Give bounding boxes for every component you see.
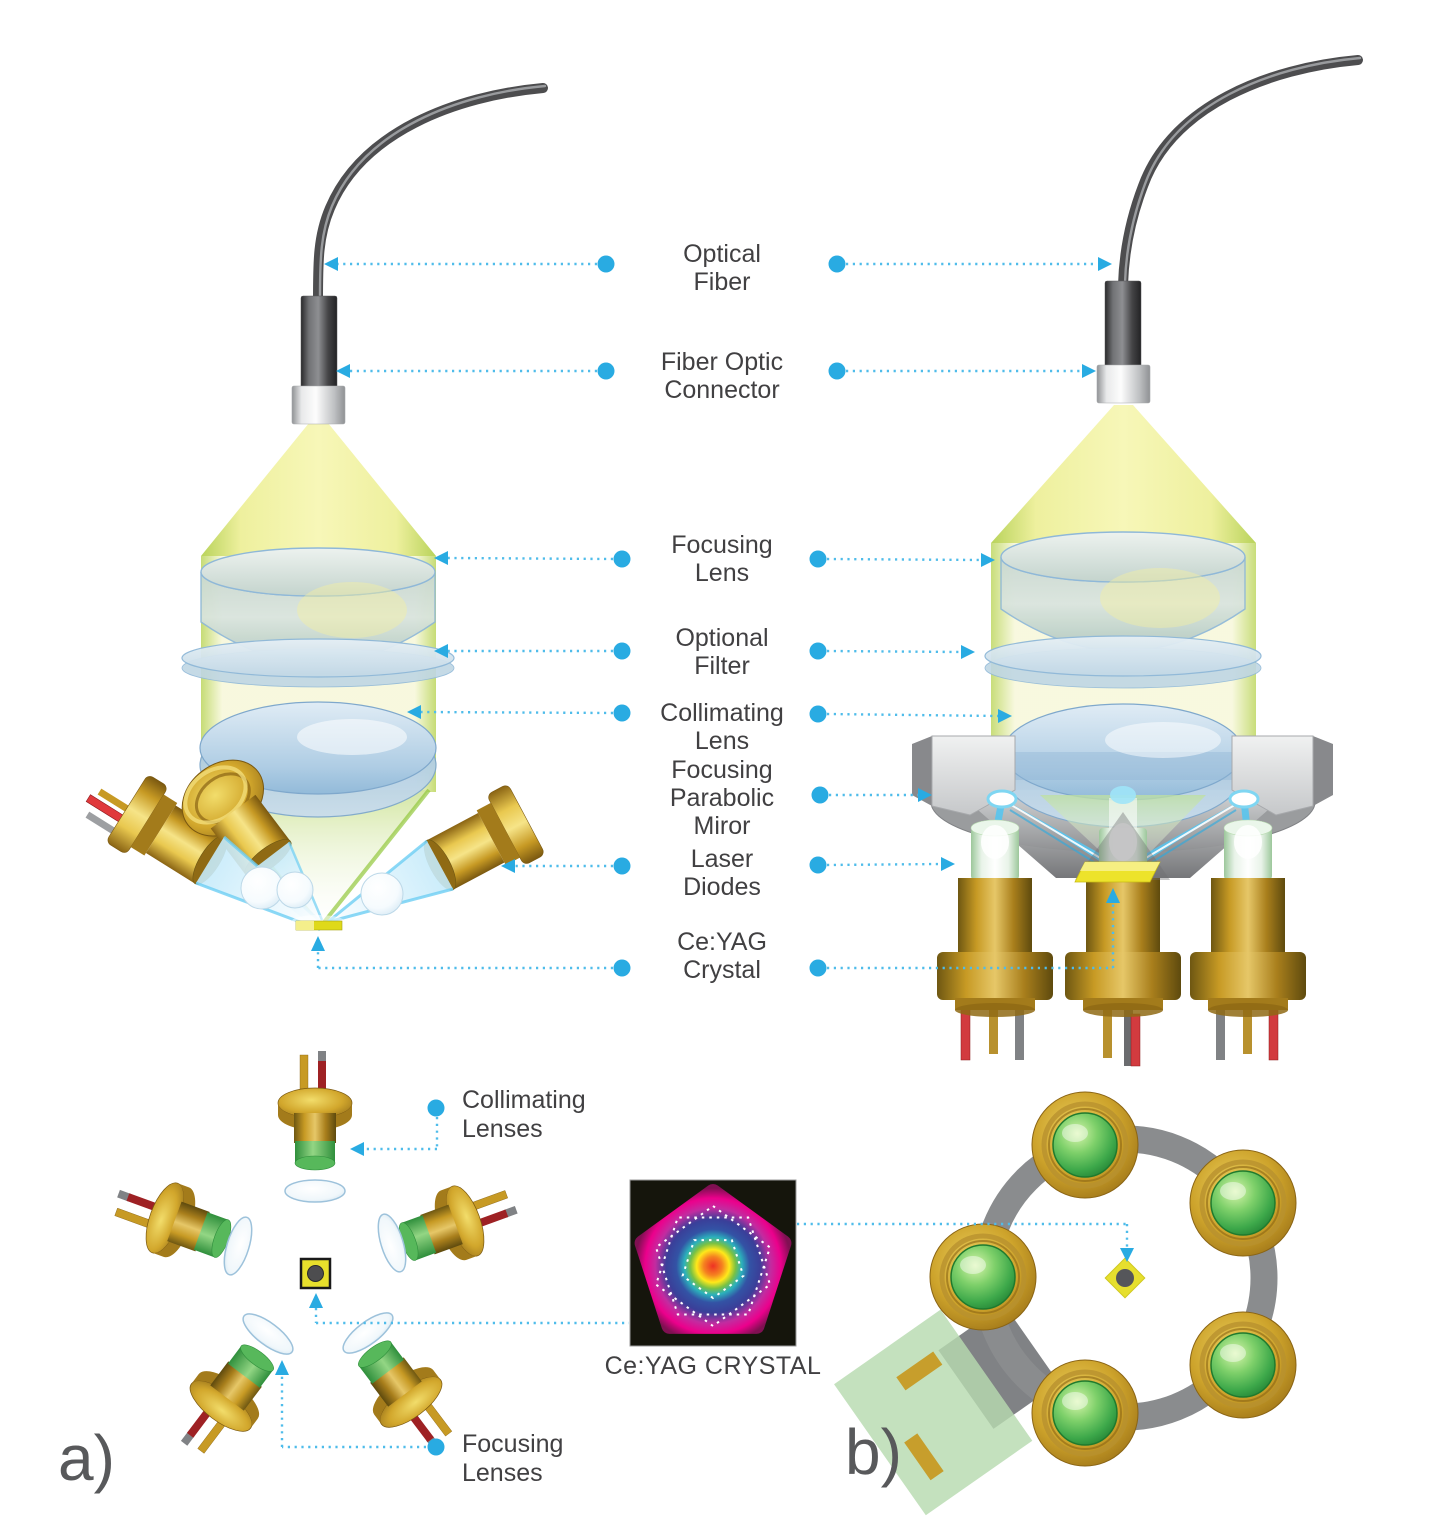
label-ceyag-crystal: Ce:YAG Crystal — [622, 928, 822, 984]
focusing-lens-a — [200, 547, 436, 664]
leader-optical-fiber — [324, 255, 1112, 273]
label-focusing-parabolic-miror: Focusing Parabolic Miror — [622, 756, 822, 840]
connector-board — [834, 1304, 1060, 1516]
fiber-connector-barrel-b — [1104, 280, 1142, 368]
leader-collimating-lens — [407, 704, 1012, 723]
label-line: Miror — [693, 812, 751, 840]
label-line: Optional — [675, 624, 769, 652]
collimating-ball-lens — [276, 871, 314, 909]
leader-ring-crystal — [797, 1222, 1134, 1262]
label-line: Laser — [690, 845, 754, 873]
optional-filter-a — [181, 638, 455, 688]
ceyag-crystal-b-top — [1104, 1257, 1146, 1299]
leader-pentagon-crystal — [309, 1293, 629, 1325]
leader-lines — [275, 255, 1134, 1456]
ceyag-crystal-caption: Ce:YAG CRYSTAL — [604, 1352, 822, 1380]
panel-a-top-view — [114, 1051, 518, 1454]
cone-edge — [319, 788, 431, 928]
top-view-diode — [180, 1344, 274, 1454]
label-collimating-lenses: Collimating Lenses — [462, 1086, 642, 1144]
label-line: Lens — [694, 727, 750, 755]
ceyag-crystal-a-top — [299, 1257, 332, 1290]
ring-diode — [929, 1223, 1037, 1331]
leader-optional-filter — [434, 642, 975, 660]
panel-a-letter: a) — [58, 1422, 115, 1494]
label-line: Filter — [694, 652, 750, 680]
laser-diode-a-middle — [181, 759, 292, 877]
panel-b-top-view — [834, 1091, 1297, 1516]
focusing-lens-b — [1000, 531, 1246, 652]
label-laser-diodes: Laser Diodes — [622, 845, 822, 901]
ceyag-crystal-image — [629, 1179, 797, 1347]
light-cone-upper — [991, 405, 1256, 543]
focusing-lenses-a-top — [223, 1179, 407, 1355]
label-line: Ce:YAG — [677, 928, 767, 956]
label-line: Diodes — [683, 873, 761, 901]
leader-focusing-parabolic-miror — [811, 786, 932, 804]
panel-a-side-view — [85, 83, 548, 932]
panel-b-letter: b) — [845, 1416, 902, 1488]
laser-beams-a — [195, 835, 454, 932]
fiber-connector-ferrule-b — [1096, 364, 1151, 404]
leader-laser-diodes — [501, 856, 955, 875]
laser-diode-b-right — [1190, 819, 1306, 1061]
label-focusing-lenses: Focusing Lenses — [462, 1430, 642, 1488]
label-optical-fiber: Optical Fiber — [622, 240, 822, 296]
label-line: Focusing — [671, 756, 773, 784]
top-view-diode — [114, 1182, 232, 1258]
label-optional-filter: Optional Filter — [622, 624, 822, 680]
label-line: Lenses — [462, 1115, 543, 1143]
optical-fiber-cable-b — [1118, 55, 1363, 290]
optical-fiber-cable-a — [313, 83, 548, 305]
top-view-diode — [358, 1340, 453, 1451]
label-line: Focusing — [462, 1430, 564, 1458]
leader-focusing-lens — [434, 550, 995, 568]
label-fiber-optic-connector: Fiber Optic Connector — [622, 348, 822, 404]
fiber-connector-ferrule-a — [291, 385, 346, 425]
ring-diode — [1031, 1091, 1139, 1199]
ring-diode — [1189, 1149, 1297, 1257]
panel-b-side-view — [912, 55, 1363, 1067]
laser-diode-b-left — [937, 819, 1053, 1061]
label-line: Crystal — [683, 956, 761, 984]
label-line: Collimating — [462, 1086, 586, 1114]
fiber-connector-barrel-a — [300, 295, 338, 389]
dotted-mode-outline — [654, 1204, 772, 1328]
label-line: Connector — [664, 376, 780, 404]
label-line: Parabolic — [669, 784, 775, 812]
label-line: Fiber Optic — [660, 348, 784, 376]
ring-diode — [1031, 1359, 1139, 1467]
light-cone-upper — [201, 423, 436, 556]
top-view-diode — [398, 1185, 518, 1261]
leader-fiber-optic-connector — [336, 362, 1096, 380]
collimating-ball-lens — [360, 872, 404, 916]
label-line: Lenses — [462, 1459, 543, 1487]
optional-filter-b — [984, 635, 1262, 689]
label-line: Collimating — [660, 699, 784, 727]
label-collimating-lens: Collimating Lens — [622, 699, 822, 755]
leader-focusing-lenses — [275, 1360, 445, 1456]
label-line: Lens — [694, 559, 750, 587]
leader-collimating-lenses — [350, 1099, 445, 1156]
ring-diode — [1189, 1311, 1297, 1419]
label-line: Optical — [683, 240, 761, 268]
label-focusing-lens: Focusing Lens — [622, 531, 822, 587]
leader-ceyag-crystal — [311, 888, 1120, 977]
top-view-diode — [277, 1051, 353, 1171]
ceyag-crystal-a — [292, 915, 344, 931]
label-line: Fiber — [693, 268, 751, 296]
label-line: Focusing — [671, 531, 773, 559]
laser-diode-b-center — [1065, 812, 1181, 1067]
